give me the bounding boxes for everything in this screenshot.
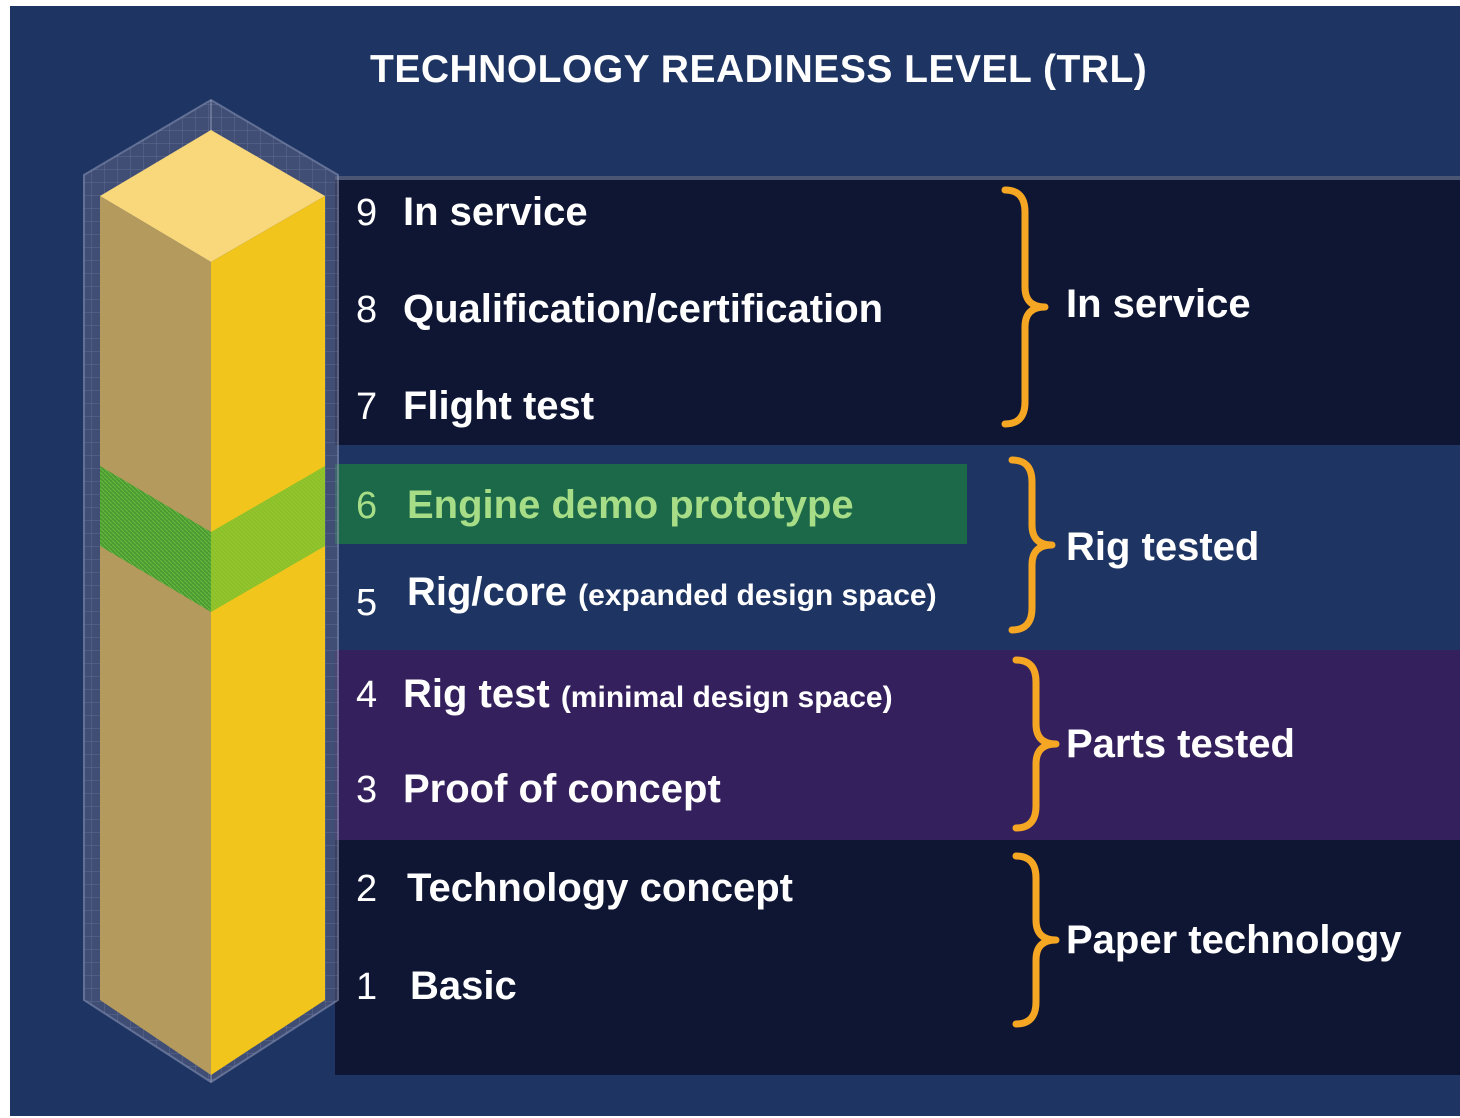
brace-rig-tested [1008, 456, 1056, 634]
level-label: Proof of concept [403, 767, 721, 812]
level-number: 2 [356, 868, 378, 910]
level-label: In service [403, 190, 588, 235]
level-number: 9 [356, 192, 378, 234]
level-number: 6 [356, 485, 378, 527]
level-label: Qualification/certification [403, 287, 883, 332]
level-title: Rig test [403, 672, 550, 716]
level-title: Proof of concept [403, 767, 721, 811]
level-number: 4 [356, 674, 378, 716]
level-note: (minimal design space) [560, 681, 893, 714]
column-green-band-left [100, 466, 211, 612]
band-paper-technology [335, 840, 1460, 1075]
level-label: Rig/core (expanded design space) [407, 570, 937, 615]
level-number: 5 [356, 582, 378, 624]
level-label: Technology concept [407, 866, 793, 911]
group-label-parts-tested: Parts tested [1066, 722, 1295, 766]
level-note: (expanded design space) [578, 579, 937, 612]
diagram-title: TECHNOLOGY READINESS LEVEL (TRL) [370, 48, 1148, 91]
brace-paper-technology [1012, 852, 1060, 1028]
group-label-paper-technology: Paper technology [1066, 918, 1402, 962]
level-number: 8 [356, 289, 378, 331]
group-label-rig-tested: Rig tested [1066, 525, 1260, 569]
level-label: Basic [410, 964, 517, 1009]
level-title: Qualification/certification [403, 287, 884, 331]
level-title: In service [403, 190, 588, 234]
level-title: Engine demo prototype [407, 483, 854, 527]
level-number: 3 [356, 769, 378, 811]
level-label: Rig test (minimal design space) [403, 672, 893, 717]
level-title: Flight test [403, 384, 595, 428]
group-label-in-service: In service [1066, 282, 1251, 326]
level-title: Technology concept [407, 866, 793, 910]
level-label: Flight test [403, 384, 594, 429]
brace-in-service [1001, 186, 1049, 428]
level-title: Rig/core [407, 570, 568, 614]
column-right-face [211, 196, 325, 1075]
band-parts-tested [335, 650, 1460, 840]
brace-parts-tested [1012, 656, 1060, 832]
level-title: Basic [410, 964, 517, 1008]
level-number: 7 [356, 386, 378, 428]
level-label: Engine demo prototype [407, 483, 854, 528]
column-top [100, 130, 325, 262]
level-6-highlight [335, 464, 967, 544]
column-left-face [100, 196, 211, 1075]
band-divider [335, 176, 1460, 180]
band-in-service [335, 180, 1460, 445]
level-number: 1 [356, 966, 378, 1008]
